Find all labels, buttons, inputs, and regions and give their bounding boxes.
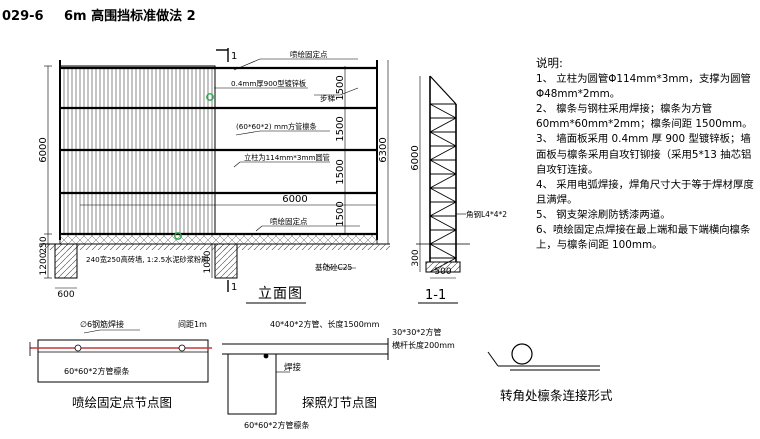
spray-purlin-label: 60*60*2方管檩条 [64,366,129,376]
section-callout-angle: 角钢L4*4*2 [466,209,507,219]
spray-point-top [206,93,214,101]
notes-panel: 说明: 1、 立柱为圆管Φ114mm*3mm，支撑为圆管Φ48mm*2mm。 2… [536,56,758,253]
searchlight-caption: 探照灯节点图 [302,395,377,410]
searchlight-pipe30-label: 30*30*2方管 [392,327,441,337]
section-mark-top: 1 [231,51,237,62]
spray-rebar-label: ∅6钢筋焊接 [80,319,124,329]
dim-bay-2: 1500 [335,116,346,141]
section-dim-width: 500 [434,267,451,277]
note-item-6: 6、喷绘固定点焊接在最上端和最下端横向檩条上，与檩条间距 100mm。 [536,224,751,252]
callout-panel: 0.4mm厚900型镀锌板 [231,79,306,88]
brick-wall [59,233,378,245]
searchlight-purlin-label: 60*60*2方管檩条 [244,420,309,430]
drawing-title: 6m 高围挡标准做法 2 [64,8,196,24]
section-mark-bottom: 1 [231,282,237,293]
spray-spacing-label: 间距1m [178,320,207,329]
dim-total-height: 6000 [38,137,49,162]
footing-left [54,243,78,279]
detail-searchlight: 40*40*2方管、长度1500mm 30*30*2方管 横杆长度200mm 焊… [222,319,455,430]
callout-purlin: (60*60*2) mm方管檩条 [236,122,317,131]
detail-corner: 转角处檩条连接形式 [487,343,613,403]
dim-right-height: 6300 [378,137,389,162]
section-view: 6000 300 500 角钢L4*4*2 1-1 [410,75,507,304]
callout-foundation: 基础砼C25 [315,262,353,272]
searchlight-arm-label: 横杆长度200mm [392,340,455,350]
searchlight-pipe40-label: 40*40*2方管、长度1500mm [270,319,380,329]
elevation-caption: 立面图 [258,286,303,302]
detail-spray-point: ∅6钢筋焊接 间距1m 60*60*2方管檩条 喷绘固定点节点图 [29,319,212,410]
dim-bay-3: 1500 [335,159,346,184]
callout-step: 步梯 [320,93,335,103]
corner-caption: 转角处檩条连接形式 [500,388,613,403]
dim-footing-right: 1000 [203,250,213,273]
callout-spray-point: 喷绘固定点 [290,49,328,59]
section-caption: 1-1 [425,288,446,303]
dim-width: 6000 [282,194,307,205]
dim-footing-left: 1200 [39,252,49,275]
searchlight-purlin [227,353,277,415]
dim-bay-1: 1500 [335,75,346,100]
spray-point-bottom [174,232,182,240]
notes-title: 说明: [536,56,563,70]
callout-brick: 240宽250高砖墙, 1:2.5水泥砂浆粉刷 [86,255,208,264]
dim-wall: 250 [39,236,49,253]
note-item-1: 1、 立柱为圆管Φ114mm*3mm，支撑为圆管Φ48mm*2mm。 [536,73,751,101]
note-item-3: 3、 墙面板采用 0.4mm 厚 900 型镀锌板；墙面板与檩条采用自攻钉铆接（… [536,133,752,176]
searchlight-weld-label: 焊接 [284,362,302,373]
callout-column: 立柱为114mm*3mm圆管 [244,153,330,162]
section-dim-base: 300 [411,249,421,266]
note-item-5: 5、 钢支架涂刷防锈漆两道。 [536,208,671,221]
truss-web [429,103,457,273]
spray-caption: 喷绘固定点节点图 [72,395,172,410]
note-item-2: 2、 檩条与钢柱采用焊接；檩条为方管60mm*60mm*2mm；檩条间距 150… [536,103,753,131]
section-footing [425,261,461,273]
note-item-4: 4、 采用电弧焊接，焊角尺寸大于等于焊材厚度且满焊。 [536,178,754,206]
dim-footing-width: 600 [57,290,74,300]
section-dim-height: 6000 [410,145,421,170]
drawing-code: 029-6 [2,9,44,24]
elevation-view: 1 1 喷绘固定点 0.4mm厚900型镀锌板 步梯 (60*60*2) mm方… [38,48,390,304]
dim-bay-4: 1500 [335,201,346,226]
corner-round-pipe [511,343,533,365]
callout-spray-point-low: 喷绘固定点 [270,216,308,226]
footing-right [214,243,238,279]
